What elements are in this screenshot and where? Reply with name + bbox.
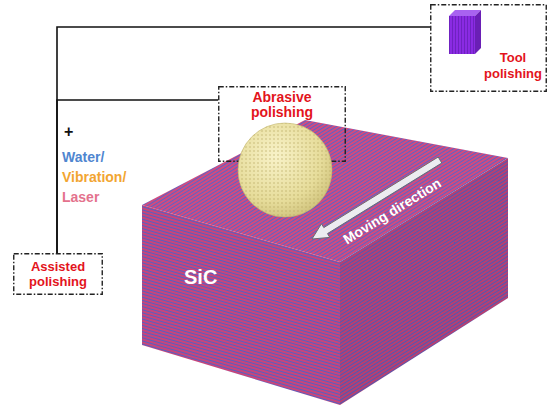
assist-option: Vibration/ — [62, 169, 126, 185]
tool-box: Tool polishing — [430, 4, 547, 92]
abrasive-box: Abrasive polishing — [218, 86, 346, 162]
abrasive-sphere — [236, 121, 334, 219]
method-label: Abrasive polishing — [226, 90, 338, 120]
assist-option: Laser — [62, 189, 99, 205]
assist-option: Water/ — [62, 149, 104, 165]
top-face — [142, 120, 508, 262]
assisted-box: Assisted polishing — [13, 253, 103, 295]
polishing-tool — [449, 8, 485, 56]
material-label: SiC — [184, 266, 217, 289]
plus-sign: + — [64, 123, 73, 141]
method-label: Assisted polishing — [18, 259, 98, 289]
method-label: Tool polishing — [482, 50, 544, 82]
